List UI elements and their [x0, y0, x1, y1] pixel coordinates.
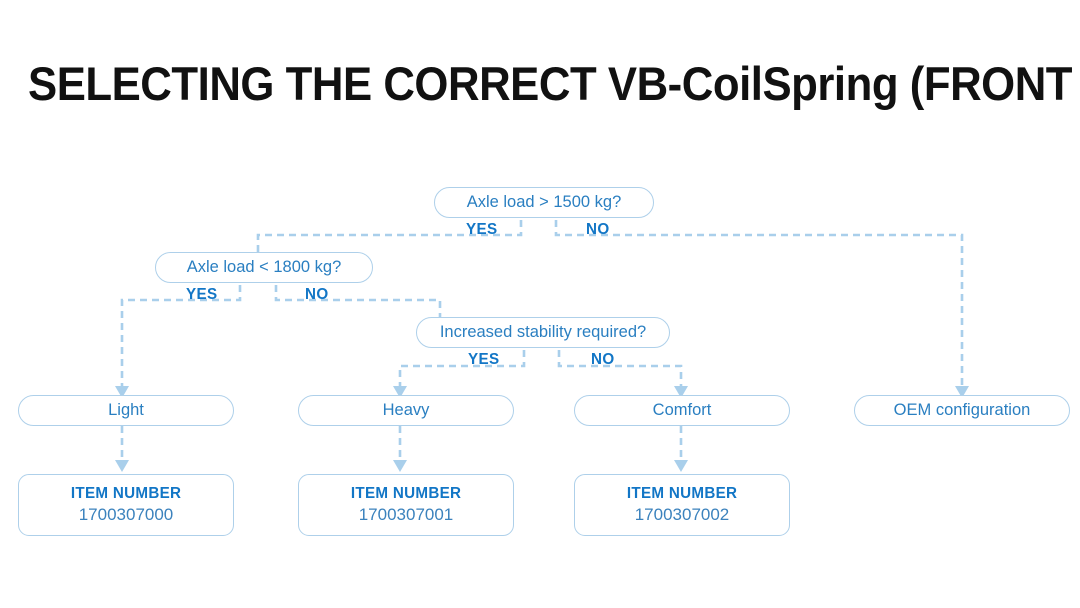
outcome-node-heavy[interactable]: Heavy — [298, 395, 514, 426]
edge-d3-yes — [398, 350, 526, 388]
branch-label-d2-yes: YES — [186, 286, 218, 303]
item-number-value: 1700307002 — [634, 505, 730, 524]
item-number-label: ITEM NUMBER — [70, 485, 182, 502]
arrowhead-item-3 — [674, 460, 688, 472]
edge-d2-yes — [120, 285, 242, 388]
branch-label-d3-yes: YES — [468, 351, 500, 368]
item-number-box-light[interactable]: ITEM NUMBER 1700307000 — [18, 474, 234, 536]
item-number-label: ITEM NUMBER — [626, 485, 738, 502]
item-number-value: 1700307000 — [78, 505, 174, 524]
item-number-label: ITEM NUMBER — [350, 485, 462, 502]
arrowhead-item-1 — [115, 460, 129, 472]
decision-node-increased-stability[interactable]: Increased stability required? — [416, 317, 670, 348]
branch-label-d1-yes: YES — [466, 221, 498, 238]
branch-label-d2-no: NO — [305, 286, 329, 303]
item-number-value: 1700307001 — [358, 505, 454, 524]
decision-node-axle-load-1800[interactable]: Axle load < 1800 kg? — [155, 252, 373, 283]
outcome-node-light[interactable]: Light — [18, 395, 234, 426]
decision-node-axle-load-1500[interactable]: Axle load > 1500 kg? — [434, 187, 654, 218]
item-number-box-comfort[interactable]: ITEM NUMBER 1700307002 — [574, 474, 790, 536]
branch-label-d1-no: NO — [586, 221, 610, 238]
outcome-node-comfort[interactable]: Comfort — [574, 395, 790, 426]
outcome-node-oem-configuration[interactable]: OEM configuration — [854, 395, 1070, 426]
arrowhead-item-2 — [393, 460, 407, 472]
edge-d2-no — [274, 285, 442, 317]
edge-d3-no — [557, 350, 683, 388]
item-number-box-heavy[interactable]: ITEM NUMBER 1700307001 — [298, 474, 514, 536]
edge-d1-no — [554, 220, 964, 388]
page-title: SELECTING THE CORRECT VB-CoilSpring (FRO… — [28, 57, 1080, 110]
branch-label-d3-no: NO — [591, 351, 615, 368]
